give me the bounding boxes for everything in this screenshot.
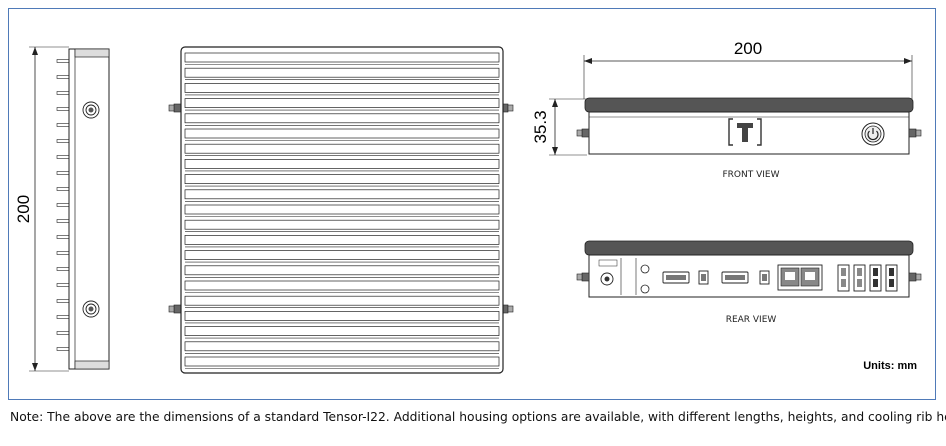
side-antenna-top [82, 101, 100, 119]
rear-view: REAR VIEW [576, 240, 922, 325]
cooling-rib [184, 143, 500, 156]
cooling-rib [184, 295, 500, 309]
fin [56, 283, 70, 287]
fin [56, 267, 70, 271]
fin [56, 59, 70, 63]
fin [56, 107, 70, 111]
mini-displayport-icon [698, 270, 709, 285]
cooling-rib [184, 128, 500, 141]
fin [56, 187, 70, 191]
fin [56, 331, 70, 335]
rear-view-label: REAR VIEW [726, 315, 777, 325]
fin [56, 139, 70, 143]
cooling-rib [184, 250, 500, 263]
mini-displayport-icon [759, 270, 770, 285]
technical-drawing: 200 [14, 39, 922, 374]
cooling-rib [184, 219, 500, 232]
fin [56, 219, 70, 223]
cooling-rib [184, 356, 500, 369]
cooling-ribs [184, 52, 500, 369]
units-label: Units: mm [863, 360, 917, 372]
ethernet-port-icon [777, 264, 823, 291]
side-height-dimension: 200 [14, 46, 69, 372]
usb-port-icon [869, 264, 882, 292]
rear-screw-holes [635, 258, 650, 295]
cooling-rib [184, 204, 500, 217]
dc-power-jack-icon [598, 258, 622, 295]
rear-heatsink [584, 240, 914, 256]
cooling-rib [184, 235, 500, 248]
fin [56, 171, 70, 175]
front-height-dimension: 35.3 [531, 98, 587, 156]
top-view [168, 46, 514, 374]
footnote: Note: The above are the dimensions of a … [10, 410, 946, 424]
cooling-rib [184, 280, 500, 293]
cooling-rib [184, 189, 500, 202]
usb-port-icon [837, 264, 850, 292]
fin [56, 75, 70, 79]
cooling-rib [184, 174, 500, 187]
cooling-rib [184, 326, 500, 339]
tensor-logo [728, 118, 762, 146]
cooling-rib [184, 67, 500, 80]
fin [56, 155, 70, 159]
fin [56, 299, 70, 303]
usb-port-icon [885, 264, 898, 292]
cooling-rib [184, 311, 500, 324]
front-view: 200 35.3 FRONT VIEW [531, 39, 922, 180]
fin [56, 123, 70, 127]
front-width-label: 200 [734, 39, 762, 58]
cooling-rib [184, 159, 500, 172]
front-width-dimension: 200 [583, 39, 913, 99]
fin [56, 347, 70, 351]
power-button-icon [861, 122, 885, 146]
cooling-rib [184, 265, 500, 278]
fin [56, 203, 70, 207]
cooling-rib [184, 83, 500, 96]
side-view: 200 [14, 46, 110, 372]
cooling-rib [184, 52, 500, 65]
fin [56, 251, 70, 255]
front-height-label: 35.3 [531, 110, 550, 143]
cooling-rib [184, 113, 500, 126]
usb-ports [837, 264, 898, 292]
front-view-label: FRONT VIEW [722, 170, 779, 180]
front-heatsink [584, 97, 914, 113]
side-fins [56, 59, 70, 351]
side-antenna-bottom [82, 300, 100, 318]
cooling-rib [184, 98, 500, 111]
cooling-rib [184, 341, 500, 354]
front-panel [588, 111, 910, 155]
usb-port-icon [853, 264, 866, 292]
hdmi-port-icon [662, 271, 690, 284]
drawing-frame: 200 [8, 8, 936, 400]
side-height-label: 200 [14, 195, 33, 223]
fin [56, 235, 70, 239]
fin [56, 315, 70, 319]
fin [56, 91, 70, 95]
hdmi-port-icon [721, 271, 749, 284]
